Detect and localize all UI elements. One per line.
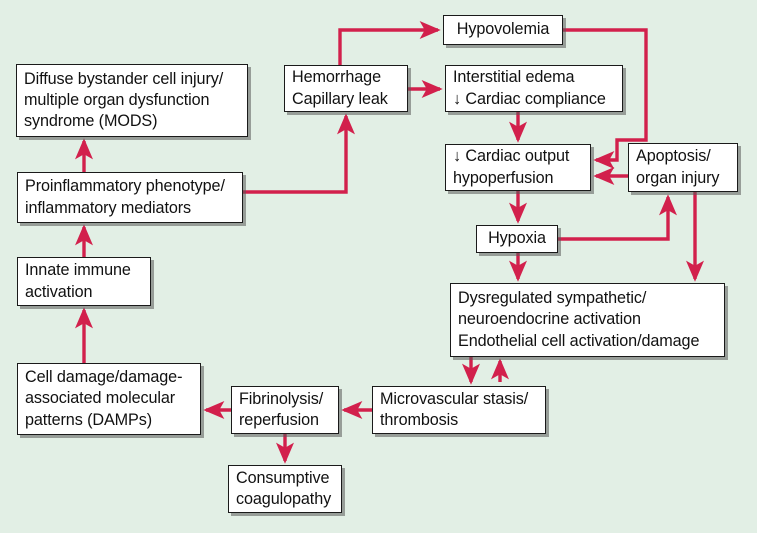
node-hypovolemia[interactable]: Hypovolemia	[443, 15, 563, 45]
node-hypoxia-line: Hypoxia	[488, 229, 546, 248]
node-proinflam-line: Proinflammatory phenotype/	[25, 177, 225, 196]
node-interstitial-line: ↓ Cardiac compliance	[453, 89, 606, 108]
node-innate[interactable]: Innate immune activation	[17, 257, 151, 306]
node-hypoxia[interactable]: Hypoxia	[476, 225, 558, 253]
node-interstitial-line: Interstitial edema	[453, 68, 575, 87]
node-fibrinolysis-line: Fibrinolysis/	[239, 389, 324, 408]
node-proinflam[interactable]: Proinflammatory phenotype/inflammatory m…	[17, 172, 243, 223]
node-damps-line: associated molecular	[25, 389, 176, 408]
edge-hypoxia-to-apoptosis	[558, 194, 678, 241]
node-damps[interactable]: Cell damage/damage-associated molecular p…	[17, 363, 201, 435]
edge-hemorrhage-to-hypovolemia	[338, 20, 441, 65]
node-consumptive-line: coagulopathy	[236, 490, 332, 508]
node-damps-line: patterns (DAMPs)	[25, 410, 153, 429]
node-innate-line: Innate immune	[25, 261, 131, 280]
node-consumptive[interactable]: Consumptive coagulopathy	[228, 465, 342, 513]
node-apoptosis[interactable]: Apoptosis/organ injury	[628, 143, 738, 192]
node-cardiacout[interactable]: ↓ Cardiac output hypoperfusion	[445, 144, 591, 191]
node-microvasc[interactable]: Microvascular stasis/thrombosis	[372, 386, 546, 434]
edge-proinflammatory-to-hemorrhage	[243, 113, 356, 194]
node-dysregulated-line: Dysregulated sympathetic/	[458, 289, 647, 308]
node-cardiacout-line: hypoperfusion	[453, 168, 554, 187]
node-dysregulated-line: Endothelial cell activation/damage	[458, 331, 700, 350]
node-proinflam-line: inflammatory mediators	[25, 198, 192, 217]
node-consumptive-line: Consumptive	[236, 468, 330, 487]
node-fibrinolysis-line: reperfusion	[239, 411, 319, 429]
node-dysregulated[interactable]: Dysregulated sympathetic/neuroendocrine …	[450, 283, 725, 357]
node-damps-line: Cell damage/damage-	[25, 368, 183, 387]
node-apoptosis-line: Apoptosis/	[636, 147, 711, 166]
node-fibrinolysis[interactable]: Fibrinolysis/reperfusion	[231, 386, 339, 434]
node-apoptosis-line: organ injury	[636, 168, 720, 187]
node-microvasc-line: Microvascular stasis/	[380, 389, 529, 408]
node-interstitial[interactable]: Interstitial edema ↓ Cardiac compliance	[445, 65, 623, 112]
node-mods-line: Diffuse bystander cell injury/	[24, 69, 224, 88]
node-mods[interactable]: Diffuse bystander cell injury/multiple o…	[16, 64, 248, 137]
node-dysregulated-line: neuroendocrine activation	[458, 310, 641, 329]
node-innate-line: activation	[25, 282, 93, 301]
node-cardiacout-line: ↓ Cardiac output	[453, 147, 570, 166]
node-hypovolemia-line: Hypovolemia	[456, 20, 550, 39]
node-hemorrhage-line: Capillary leak	[292, 89, 388, 108]
node-hemorrhage-line: Hemorrhage	[292, 68, 381, 87]
node-microvasc-line: thrombosis	[380, 411, 459, 429]
node-mods-line: multiple organ dysfunction	[24, 90, 210, 109]
node-mods-line: syndrome (MODS)	[24, 112, 158, 131]
